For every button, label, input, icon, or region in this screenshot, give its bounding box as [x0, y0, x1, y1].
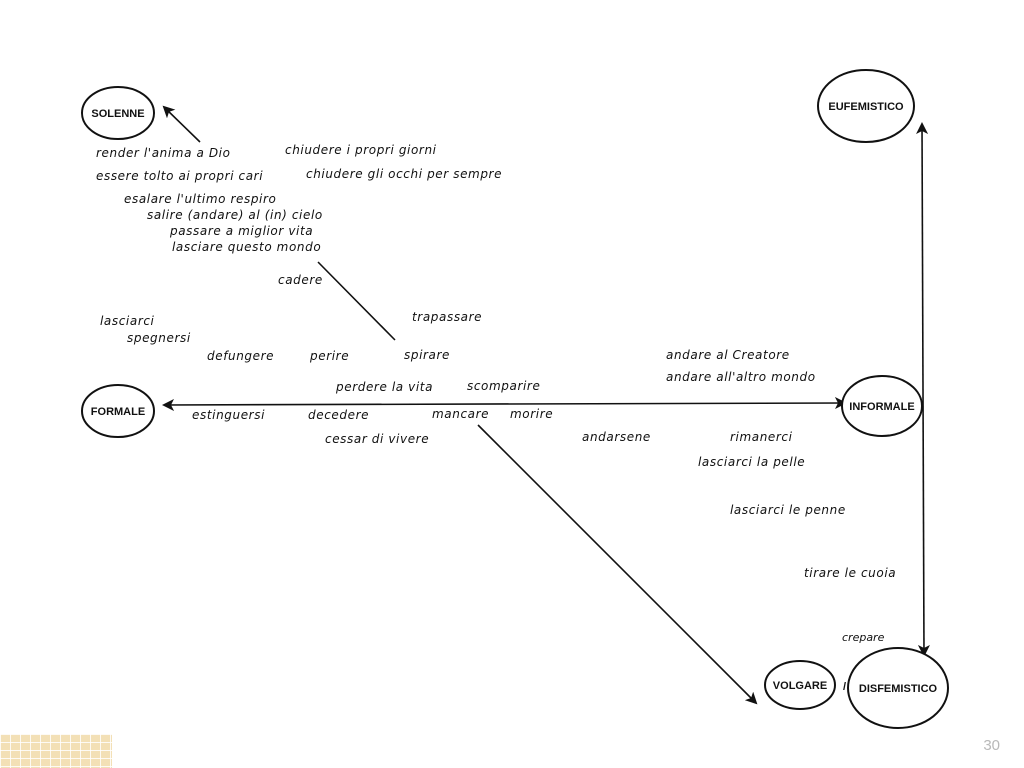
- solemn-arrow: [162, 105, 201, 143]
- phrase: spirare: [404, 348, 450, 362]
- phrase: lasciare questo mondo: [172, 240, 321, 254]
- phrase: lasciarci la pelle: [698, 455, 805, 469]
- phrase: tirare le cuoia: [804, 566, 896, 580]
- phrase: cadere: [278, 273, 323, 287]
- phrase: morire: [510, 407, 553, 421]
- phrase: rimanerci: [730, 430, 793, 444]
- phrase: defungere: [207, 349, 274, 363]
- node-solenne-label: SOLENNE: [91, 108, 144, 120]
- node-formale: FORMALE: [81, 384, 155, 438]
- node-informale: INFORMALE: [841, 375, 923, 437]
- phrase: decedere: [308, 408, 369, 422]
- node-eufemistico-label: EUFEMISTICO: [828, 101, 904, 113]
- phrase: chiudere gli occhi per sempre: [306, 167, 502, 181]
- node-formale-label: FORMALE: [91, 406, 145, 418]
- phrase: salire (andare) al (in) cielo: [147, 208, 323, 222]
- phrase: estinguersi: [192, 408, 265, 422]
- diagonal-axis-upper: [317, 261, 396, 341]
- node-informale-label: INFORMALE: [849, 401, 914, 413]
- phrase: andarsene: [582, 430, 651, 444]
- euphemistic-dysphemistic-axis: [916, 122, 930, 657]
- diagonal-axis-lower: [477, 424, 758, 705]
- footer-decoration: [0, 734, 112, 768]
- phrase: essere tolto ai propri cari: [96, 169, 263, 183]
- phrase: mancare: [432, 407, 489, 421]
- phrase: spegnersi: [127, 331, 191, 345]
- phrase: lasciarci le penne: [730, 503, 846, 517]
- phrase: andare al Creatore: [666, 348, 790, 362]
- phrase: cessar di vivere: [325, 432, 429, 446]
- phrase: lasciarci: [100, 314, 155, 328]
- node-disfemistico: DISFEMISTICO: [847, 647, 949, 729]
- phrase: perdere la vita: [335, 380, 433, 394]
- phrase: scomparire: [467, 379, 540, 393]
- phrase: andare all'altro mondo: [666, 370, 816, 384]
- phrase: trapassare: [412, 310, 482, 324]
- node-volgare-label: VOLGARE: [773, 680, 827, 692]
- page-number: 30: [983, 737, 1000, 754]
- phrase: passare a miglior vita: [169, 224, 313, 238]
- node-separator-slash: /: [843, 681, 846, 693]
- phrase: render l'anima a Dio: [96, 146, 231, 160]
- node-solenne: SOLENNE: [81, 86, 155, 140]
- formal-informal-axis: [162, 397, 847, 411]
- node-disfemistico-label: DISFEMISTICO: [859, 683, 938, 695]
- node-volgare: VOLGARE: [764, 660, 836, 710]
- phrase: crepare: [842, 631, 885, 644]
- node-eufemistico: EUFEMISTICO: [817, 69, 915, 143]
- phrase: chiudere i propri giorni: [285, 143, 437, 157]
- phrase: esalare l'ultimo respiro: [124, 192, 276, 206]
- phrase: perire: [309, 349, 349, 363]
